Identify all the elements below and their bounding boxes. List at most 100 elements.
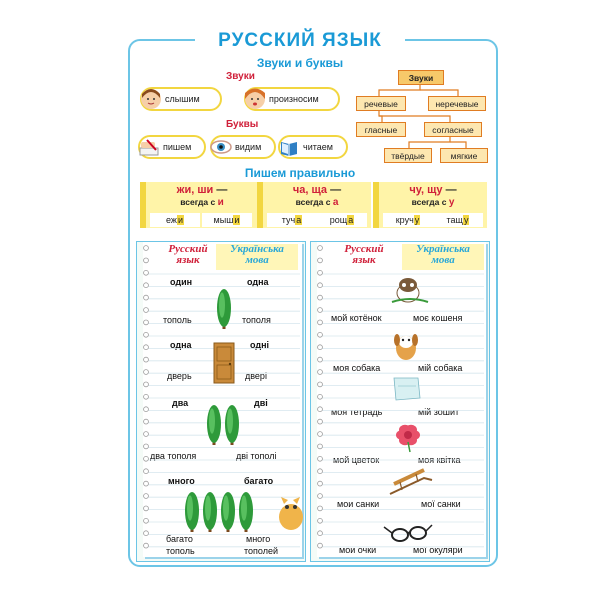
book-icon [278, 136, 300, 158]
sound-item-hear: слышим [140, 87, 222, 111]
example-stem: мыш [213, 215, 234, 225]
tree-node-hard: твёрдые [384, 148, 432, 163]
rule-card-edge [140, 182, 146, 228]
example-stem: тащ [446, 215, 463, 225]
tree-node-root: Звуки [398, 70, 444, 85]
rule-pair-line: жи, ши — [146, 184, 258, 196]
letter-item-label: видим [235, 142, 262, 152]
right-row-ru: мои санки [337, 499, 380, 509]
right-row-ru: моя собака [333, 363, 381, 373]
tree-node-vowels: гласные [356, 122, 406, 137]
right-notebook [310, 241, 490, 562]
tree-node-speech: речевые [356, 96, 406, 111]
sound-item-label: слышим [165, 94, 200, 104]
letter-item-label: пишем [163, 142, 192, 152]
eye-icon [210, 136, 232, 158]
sound-item-label: произносим [269, 94, 319, 104]
right-row-ua: мій собака [418, 363, 463, 373]
tree-node-soft: мягкие [440, 148, 488, 163]
write-correctly-title: Пишем правильно [244, 166, 356, 180]
head-line: Русский [344, 243, 384, 255]
head-line: Українська [230, 243, 284, 255]
rule-always-with: всегда с [295, 197, 331, 207]
example-highlight: и [176, 215, 184, 225]
sound-item-speak: произносим [244, 87, 340, 111]
rule-pair: жи, ши [176, 184, 214, 196]
example-stem: еж [166, 215, 177, 225]
rule-card-edge [373, 182, 379, 228]
head-line: Русский [168, 243, 208, 255]
left-row-ua: тополя [242, 315, 271, 325]
right-row-ua: мої санки [421, 499, 461, 509]
tree-node-consonants: согласные [424, 122, 482, 137]
left-row-ru: один [170, 277, 193, 287]
rule-card-edge [257, 182, 263, 228]
rule-dash: — [445, 184, 457, 196]
letter-item-write: пишем [138, 135, 206, 159]
example-stem: туч [281, 215, 296, 225]
left-row-ru: два тополя [150, 451, 197, 461]
notebook-page [143, 242, 302, 557]
notebook-header-highlight [216, 244, 298, 270]
page-title: РУССКИЙ ЯЗЫК [218, 30, 382, 51]
example-highlight: у [413, 215, 421, 225]
section-subtitle: Звуки и буквы [256, 56, 344, 70]
right-row-ru: мои очки [339, 545, 377, 555]
notebook-page [317, 242, 486, 557]
rule-letter: а [332, 197, 339, 208]
rule-pair-line: ча, ща — [263, 184, 371, 196]
rule-always-with: всегда с [411, 197, 447, 207]
left-row-ru: тополь [166, 546, 195, 556]
left-row-ua: багато [244, 476, 274, 486]
right-row-ru: моя тетрадь [331, 407, 383, 417]
letters-label: Буквы [226, 119, 259, 130]
rule-always-with: всегда с [180, 197, 216, 207]
left-row-ua: дві тополі [236, 451, 277, 461]
rule-pair: чу, щу [409, 184, 443, 196]
right-row-ru: мой котёнок [331, 313, 382, 323]
head-line: язык [176, 254, 200, 266]
left-row-ua: дві [254, 398, 268, 408]
sounds-label: Звуки [226, 71, 255, 82]
letter-item-read: читаем [278, 135, 348, 159]
head-line: мова [245, 254, 269, 266]
rule-dash: — [330, 184, 342, 196]
head-line: Українська [416, 243, 470, 255]
rule-letter: у [448, 197, 455, 208]
left-row-ua: одна [247, 277, 269, 287]
left-row-ua: двері [245, 371, 267, 381]
notebook-header-highlight [402, 244, 484, 270]
writing-hand-icon [138, 136, 160, 158]
rule-dash: — [216, 184, 228, 196]
title-backdrop [195, 31, 405, 55]
head-line: язык [352, 254, 376, 266]
rule-always-line: всегда с у [379, 197, 487, 208]
left-row-ua: много [246, 534, 271, 544]
example-stem: круч [395, 215, 414, 225]
right-row-ua: мої окуляри [413, 545, 463, 555]
example-highlight: у [462, 215, 470, 225]
letter-item-see: видим [210, 135, 276, 159]
ear-girl-icon [140, 88, 162, 110]
letter-item-label: читаем [303, 142, 333, 152]
example-highlight: а [295, 215, 303, 225]
tree-node-non-speech: неречевые [428, 96, 486, 111]
rule-letter: и [217, 197, 224, 208]
rule-always-line: всегда с и [146, 197, 258, 208]
left-row-ru: багато [166, 534, 193, 544]
left-row-ua: тополей [244, 546, 278, 556]
example-highlight: и [233, 215, 241, 225]
left-row-ua: одні [250, 340, 270, 350]
example-stem: рощ [329, 215, 348, 225]
